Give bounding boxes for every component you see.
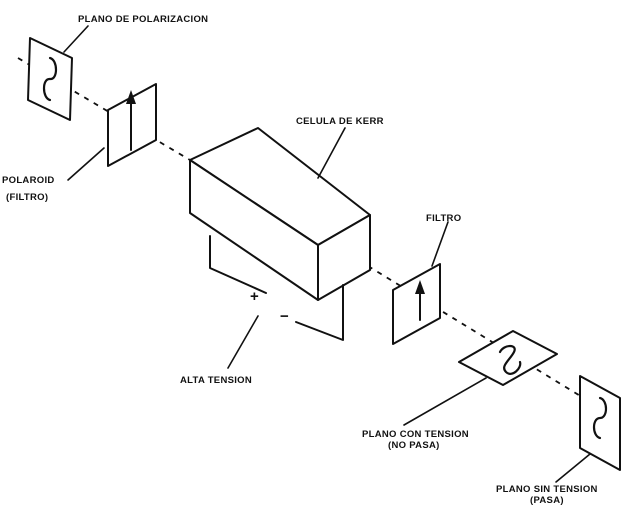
label-plano-sin-tension: PLANO SIN TENSION (496, 484, 598, 495)
second-filter (392, 263, 441, 345)
minus-sign: − (280, 308, 289, 325)
sine-wave-icon (42, 56, 58, 102)
sine-wave-icon (498, 344, 522, 375)
polaroid-filter (107, 83, 157, 167)
label-polaroid: POLAROID (2, 175, 55, 186)
kerr-cell (189, 127, 371, 301)
arrow-up-icon (126, 90, 136, 104)
label-celula-kerr: CELULA DE KERR (296, 116, 384, 127)
label-pasa: (PASA) (530, 495, 564, 506)
label-alta-tension: ALTA TENSION (180, 375, 252, 386)
leader-lines (63, 25, 591, 483)
plane-with-voltage (458, 330, 558, 386)
label-no-pasa: (NO PASA) (388, 440, 440, 451)
arrow-up-icon (415, 280, 425, 294)
label-filtro: FILTRO (426, 213, 461, 224)
plane-without-voltage (579, 375, 621, 471)
label-filtro-paren: (FILTRO) (6, 192, 48, 203)
polarization-plane (27, 37, 73, 121)
plus-sign: + (250, 288, 259, 305)
label-plano-con-tension: PLANO CON TENSION (362, 429, 469, 440)
label-plano-polarizacion: PLANO DE POLARIZACION (78, 14, 208, 25)
high-voltage-circuit: + − (209, 235, 344, 341)
sine-wave-icon (592, 396, 608, 440)
